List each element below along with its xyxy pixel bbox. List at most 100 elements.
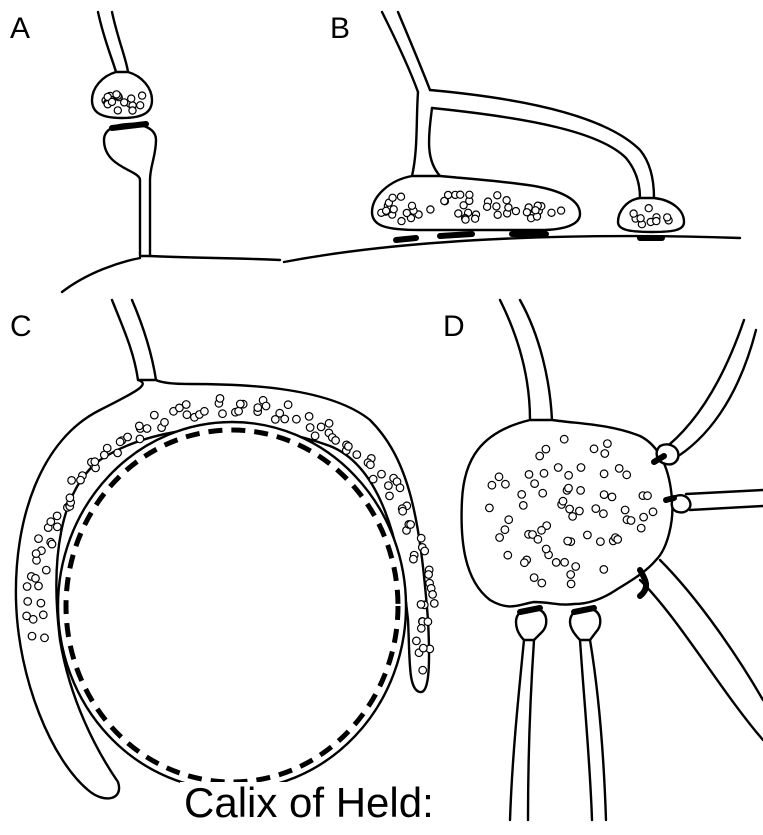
synaptic-vesicle	[48, 540, 56, 548]
synaptic-vesicle	[417, 534, 425, 542]
panel-d-spine-4-inner	[590, 640, 606, 820]
synaptic-vesicle	[43, 566, 51, 574]
synaptic-vesicle	[494, 211, 501, 218]
panel-label-c: C	[10, 312, 32, 342]
synaptic-vesicle	[383, 207, 390, 214]
panel-d-spine-3-inner	[528, 640, 534, 820]
panel-d-spine-1-inner	[672, 330, 756, 460]
synaptic-vesicle	[237, 400, 245, 408]
synaptic-vesicle	[577, 464, 585, 472]
panel-b-small-bouton	[618, 198, 684, 232]
synaptic-vesicle	[386, 492, 394, 500]
synaptic-vesicle	[54, 523, 62, 531]
synaptic-vesicle	[311, 432, 319, 440]
synaptic-vesicle	[462, 216, 469, 223]
synaptic-vesicle	[518, 491, 526, 499]
synaptic-vesicle	[534, 536, 542, 544]
panel-b-axon-outer	[382, 12, 418, 92]
synaptic-vesicle	[645, 205, 652, 212]
panel-d-psd-4	[520, 608, 540, 612]
synaptic-vesicle	[600, 510, 608, 518]
panel-a-dendrite-left	[62, 258, 140, 292]
synaptic-vesicle	[503, 197, 510, 204]
synaptic-vesicle	[530, 574, 538, 582]
synaptic-vesicle	[108, 98, 115, 105]
synaptic-vesicle	[653, 218, 660, 225]
synaptic-vesicle	[445, 191, 452, 198]
synaptic-vesicle	[558, 207, 565, 214]
synaptic-vesicle	[567, 580, 575, 588]
panel-d-spine-4-outer	[580, 640, 592, 820]
synaptic-vesicle	[600, 566, 608, 574]
panel-c-postsynaptic-cell	[58, 422, 406, 790]
panel-b-psd-2	[440, 234, 472, 236]
synaptic-vesicle	[577, 487, 585, 495]
synaptic-vesicle	[281, 415, 289, 423]
synaptic-vesicle	[139, 92, 146, 99]
synaptic-vesicle	[182, 401, 190, 409]
synaptic-vesicle	[561, 559, 569, 567]
synaptic-vesicle	[136, 435, 144, 443]
synaptic-vesicle	[129, 107, 136, 114]
synaptic-vesicle	[538, 527, 546, 535]
synaptic-vesicle	[35, 535, 43, 543]
synaptic-vesicle	[504, 551, 512, 559]
synaptic-vesicle	[532, 207, 539, 214]
synaptic-vesicle	[77, 476, 85, 484]
synaptic-vesicle	[23, 583, 31, 591]
panel-d-axon-left	[500, 300, 530, 420]
synaptic-vesicle	[417, 601, 425, 609]
synaptic-vesicle	[413, 637, 421, 645]
panel-b-axon-inner	[398, 12, 430, 90]
synaptic-vesicle	[569, 513, 577, 521]
panel-a-dendrite-right	[150, 256, 280, 260]
synaptic-vesicle	[600, 491, 608, 499]
synaptic-vesicle	[53, 512, 61, 520]
synaptic-vesicle	[637, 215, 644, 222]
synaptic-vesicle	[389, 194, 396, 201]
synaptic-vesicle	[457, 191, 464, 198]
synaptic-vesicle	[542, 545, 550, 553]
synaptic-vesicle	[486, 504, 494, 512]
synaptic-vesicle	[565, 484, 573, 492]
synaptic-vesicle	[235, 407, 243, 415]
synaptic-vesicle	[114, 107, 121, 114]
synaptic-vesicle	[496, 534, 504, 542]
synaptic-vesicle	[254, 404, 262, 412]
synaptic-vesicle	[600, 470, 608, 478]
panel-b-stem-left	[412, 92, 418, 176]
synaptic-vesicle	[161, 419, 169, 427]
panel-b-psd-1	[396, 238, 416, 240]
synaptic-vesicle	[28, 632, 36, 640]
synaptic-vesicle	[183, 411, 191, 419]
synaptic-vesicle	[345, 443, 353, 451]
synaptic-vesicle	[262, 402, 270, 410]
panel-d-spine-1-outer	[660, 320, 744, 452]
panel-label-b: B	[330, 14, 350, 44]
synaptic-vesicle	[455, 210, 462, 217]
synaptic-vesicle	[32, 550, 40, 558]
synaptic-vesicle	[66, 494, 74, 502]
synaptic-vesicle	[35, 582, 43, 590]
synaptic-vesicle	[293, 415, 301, 423]
synaptic-vesicle	[431, 600, 439, 608]
synaptic-vesicle	[512, 208, 519, 215]
synaptic-vesicle	[565, 472, 573, 480]
synaptic-vesicle	[552, 559, 560, 567]
synaptic-vesicle	[538, 579, 546, 587]
panel-d-axon-right	[520, 300, 552, 420]
synaptic-vesicle	[128, 95, 135, 102]
panel-d-dendrite-inner	[660, 560, 763, 700]
synaptic-vesicle	[494, 192, 501, 199]
synaptic-vesicle	[627, 517, 635, 525]
panel-d-psd-5	[574, 608, 594, 612]
synaptic-vesicle	[113, 91, 120, 98]
panel-d-psd-2	[666, 498, 674, 500]
panel-c-axon-left	[112, 300, 138, 380]
synaptic-vesicle	[143, 425, 151, 433]
synaptic-vesicle	[505, 516, 513, 524]
synaptic-vesicle	[399, 507, 407, 515]
synaptic-vesicle	[548, 209, 555, 216]
synaptic-vesicle	[525, 471, 533, 479]
synaptic-vesicle	[136, 422, 144, 430]
